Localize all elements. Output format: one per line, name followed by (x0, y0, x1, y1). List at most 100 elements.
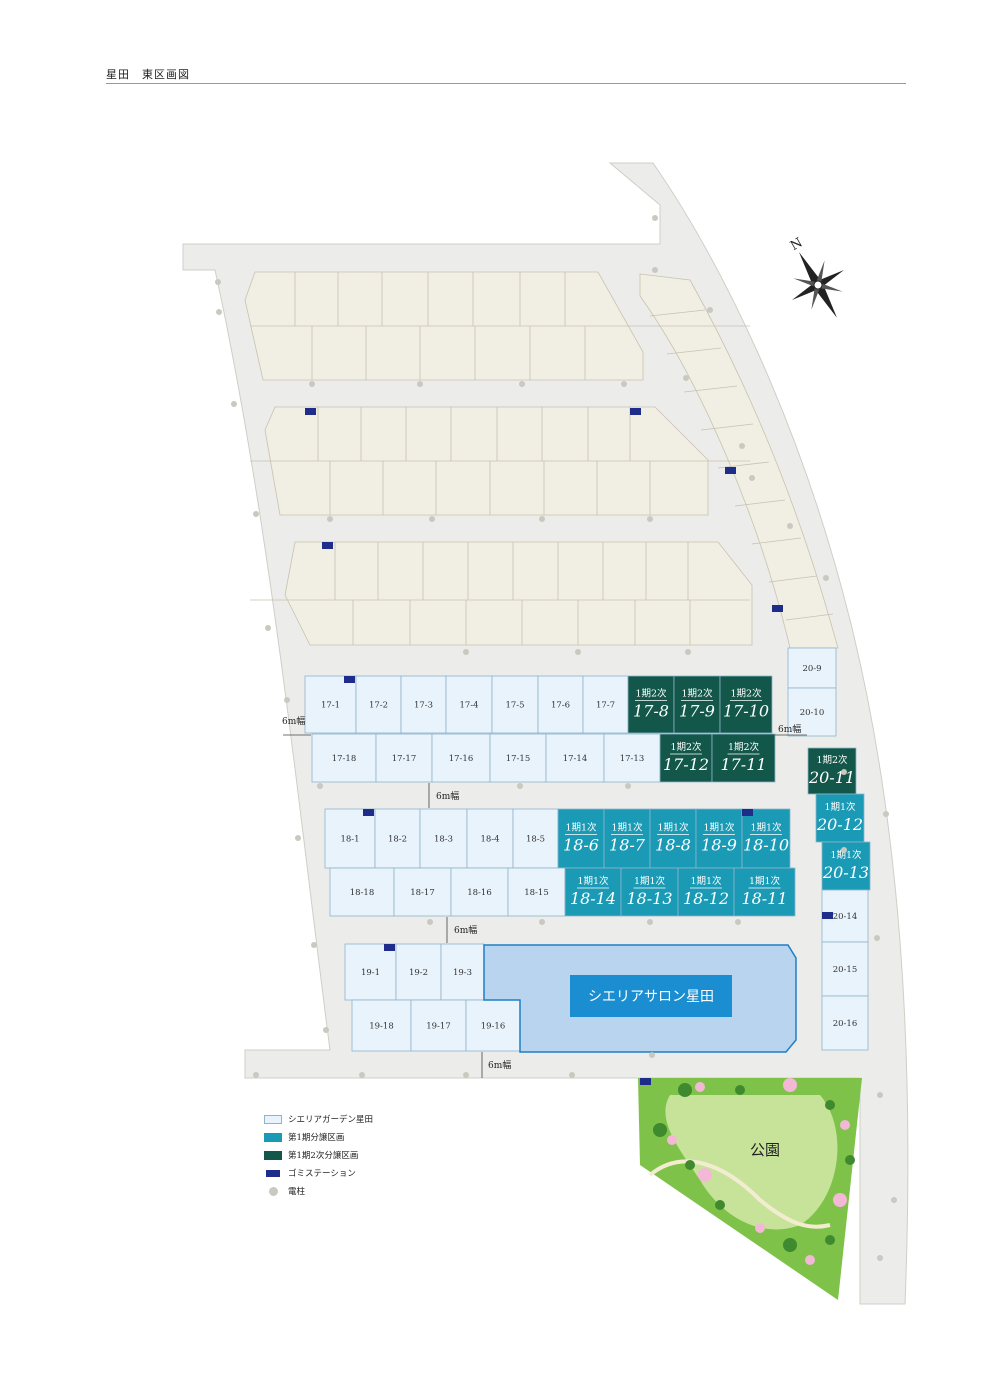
lot-20-10[interactable]: 20-10 (787, 687, 837, 737)
garbage-station-icon (742, 809, 753, 816)
utility-pole-icon (253, 511, 259, 517)
utility-pole-icon (427, 919, 433, 925)
lot-18-5[interactable]: 18-5 (512, 808, 559, 869)
tree-icon (783, 1078, 797, 1092)
lot-phase-label: 1期1次 (565, 822, 597, 834)
lot-17-4[interactable]: 17-4 (445, 675, 493, 734)
lot-19-1[interactable]: 19-1 (344, 943, 397, 1001)
lot-18-17[interactable]: 18-17 (393, 867, 452, 917)
lot-17-16[interactable]: 17-16 (431, 733, 491, 783)
lot-number: 18-9 (701, 836, 737, 855)
lot-phase-label: 1期1次 (824, 801, 856, 813)
lot-phase-label: 1期1次 (657, 822, 689, 834)
lot-19-2[interactable]: 19-2 (395, 943, 442, 1001)
lot-number: 18-3 (434, 835, 453, 845)
lot-19-17[interactable]: 19-17 (410, 999, 467, 1052)
lot-number: 20-15 (833, 965, 858, 975)
utility-pole-icon (891, 1197, 897, 1203)
lot-number: 17-1 (321, 701, 340, 711)
lot-number: 19-2 (409, 968, 428, 978)
lot-18-18[interactable]: 18-18 (329, 867, 395, 917)
lot-17-3[interactable]: 17-3 (400, 675, 447, 734)
tree-icon (783, 1238, 797, 1252)
lot-17-7[interactable]: 17-7 (582, 675, 629, 734)
utility-pole-icon (647, 919, 653, 925)
lot-17-2[interactable]: 17-2 (355, 675, 402, 734)
tree-icon (805, 1255, 815, 1265)
lot-number: 17-3 (414, 701, 433, 711)
legend-item: シエリアガーデン星田 (264, 1110, 373, 1128)
road-width-labels: 6m幅 6m幅 6m幅 6m幅 6m幅 (282, 715, 801, 1071)
lot-number: 20-12 (816, 815, 863, 834)
utility-pole-icon (575, 649, 581, 655)
lot-20-16[interactable]: 20-16 (821, 995, 869, 1051)
legend-swatch (264, 1114, 282, 1124)
garbage-stations (305, 408, 833, 1085)
other-lots-grid (250, 272, 834, 645)
lot-18-15[interactable]: 18-15 (507, 867, 566, 917)
lot-19-18[interactable]: 19-18 (351, 999, 412, 1052)
utility-pole-icon (739, 443, 745, 449)
garbage-station-icon (305, 408, 316, 415)
legend-item: 電柱 (264, 1182, 373, 1200)
lot-number: 17-16 (449, 754, 474, 764)
tree-icon (667, 1135, 677, 1145)
utility-pole-icon (463, 649, 469, 655)
lot-phase-label: 1期1次 (750, 822, 782, 834)
utility-pole-icon (823, 575, 829, 581)
lot-number: 19-16 (481, 1022, 506, 1032)
lot-17-17[interactable]: 17-17 (375, 733, 433, 783)
lot-number: 18-17 (410, 888, 435, 898)
width-label-east: 6m幅 (778, 723, 801, 735)
lot-number: 19-17 (426, 1022, 451, 1032)
utility-pole-icon (874, 935, 880, 941)
park-path (648, 1159, 831, 1229)
lot-17-14[interactable]: 17-14 (545, 733, 605, 783)
garbage-station-icon (630, 408, 641, 415)
lot-18-2[interactable]: 18-2 (374, 808, 421, 869)
lot-20-15[interactable]: 20-15 (821, 941, 869, 997)
lot-19-3[interactable]: 19-3 (440, 943, 485, 1001)
lot-number: 19-3 (453, 968, 472, 978)
lot-18-3[interactable]: 18-3 (419, 808, 468, 869)
lot-phase-label: 1期1次 (749, 875, 781, 887)
lot-19-16[interactable]: 19-16 (465, 999, 521, 1052)
utility-pole-icon (685, 649, 691, 655)
lot-number: 20-11 (808, 768, 855, 787)
legend-item: 第1期分譲区画 (264, 1128, 373, 1146)
lot-18-1[interactable]: 18-1 (324, 808, 376, 869)
lot-18-16[interactable]: 18-16 (450, 867, 509, 917)
lot-17-18[interactable]: 17-18 (311, 733, 377, 783)
lot-18-4[interactable]: 18-4 (466, 808, 514, 869)
road-width-markers (283, 734, 807, 1078)
lot-20-9[interactable]: 20-9 (787, 647, 837, 689)
lot-17-6[interactable]: 17-6 (537, 675, 584, 734)
lot-17-13[interactable]: 17-13 (603, 733, 661, 783)
lot-phase-label: 1期1次 (634, 875, 666, 887)
width-label-west: 6m幅 (282, 715, 305, 727)
lot-17-1[interactable]: 17-1 (304, 675, 357, 734)
utility-pole-icon (231, 401, 237, 407)
lot-number: 20-16 (833, 1019, 858, 1029)
lot-20-12[interactable]: 1期1次 20-12 (815, 793, 865, 843)
utility-pole-icon (735, 919, 741, 925)
lot-phase-label: 1期1次 (611, 822, 643, 834)
lot-17-5[interactable]: 17-5 (491, 675, 539, 734)
lot-number: 17-13 (620, 754, 645, 764)
lot-17-15[interactable]: 17-15 (489, 733, 547, 783)
